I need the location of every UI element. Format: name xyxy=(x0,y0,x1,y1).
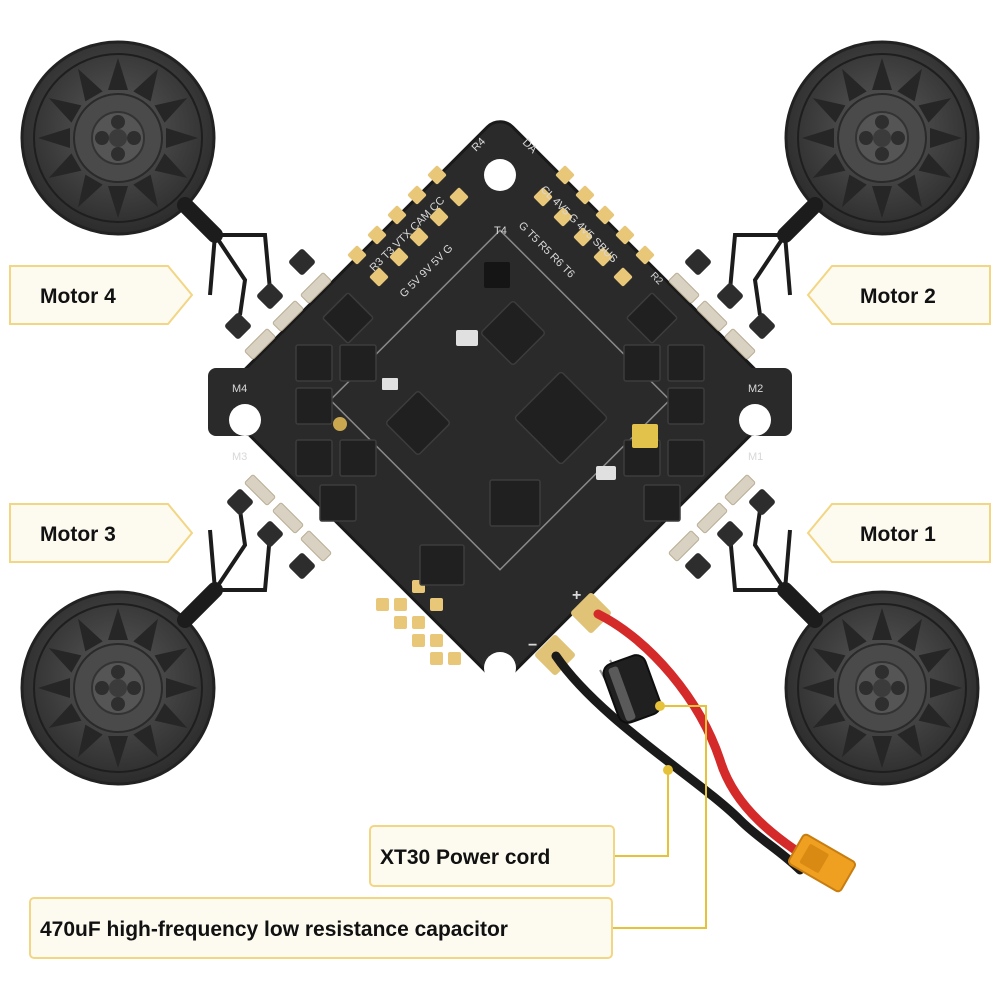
callout-capacitor: 470uF high-frequency low resistance capa… xyxy=(29,897,613,959)
motor-4 xyxy=(20,40,317,341)
callout-motor-3-label: Motor 3 xyxy=(40,523,116,546)
status-led xyxy=(632,424,658,448)
callout-motor-1: Motor 1 xyxy=(806,503,991,563)
callout-motor-4-label: Motor 4 xyxy=(40,285,116,308)
silk-m3: M3 xyxy=(232,451,247,463)
mounting-dot xyxy=(333,417,347,431)
motor-3 xyxy=(20,487,317,786)
small-components xyxy=(382,262,616,480)
mosfets xyxy=(295,292,705,586)
callout-motor-1-label: Motor 1 xyxy=(860,523,936,546)
silk-m4: M4 xyxy=(232,383,247,395)
callout-motor-4: Motor 4 xyxy=(9,265,194,325)
pad-positive xyxy=(571,593,611,633)
callout-motor-2: Motor 2 xyxy=(806,265,991,325)
motor-pads xyxy=(244,272,756,562)
callout-capacitor-label: 470uF high-frequency low resistance capa… xyxy=(40,918,508,941)
callout-power-cord-label: XT30 Power cord xyxy=(380,846,550,869)
silk-minus: − xyxy=(528,637,537,654)
motor-2 xyxy=(683,40,980,341)
motor-1 xyxy=(683,487,980,786)
pads-bottom-left xyxy=(376,580,461,665)
xt30-connector xyxy=(787,833,857,893)
capacitor xyxy=(602,654,662,724)
silk-m2: M2 xyxy=(748,383,763,395)
silk-m1: M1 xyxy=(748,451,763,463)
callout-power-cord: XT30 Power cord xyxy=(369,825,615,887)
power-harness xyxy=(551,609,857,893)
pads-top-left xyxy=(347,165,469,287)
callout-motor-3: Motor 3 xyxy=(9,503,194,563)
silk-t4: T4 xyxy=(494,225,507,237)
pads-top-right xyxy=(533,165,655,287)
silk-plus: + xyxy=(572,587,581,604)
leader-lines xyxy=(612,701,707,929)
flight-controller-board: R4 DA R3 T3 VTX CAM CC G 5V 9V 5V G T4 C… xyxy=(208,120,792,684)
callout-motor-2-label: Motor 2 xyxy=(860,285,936,308)
